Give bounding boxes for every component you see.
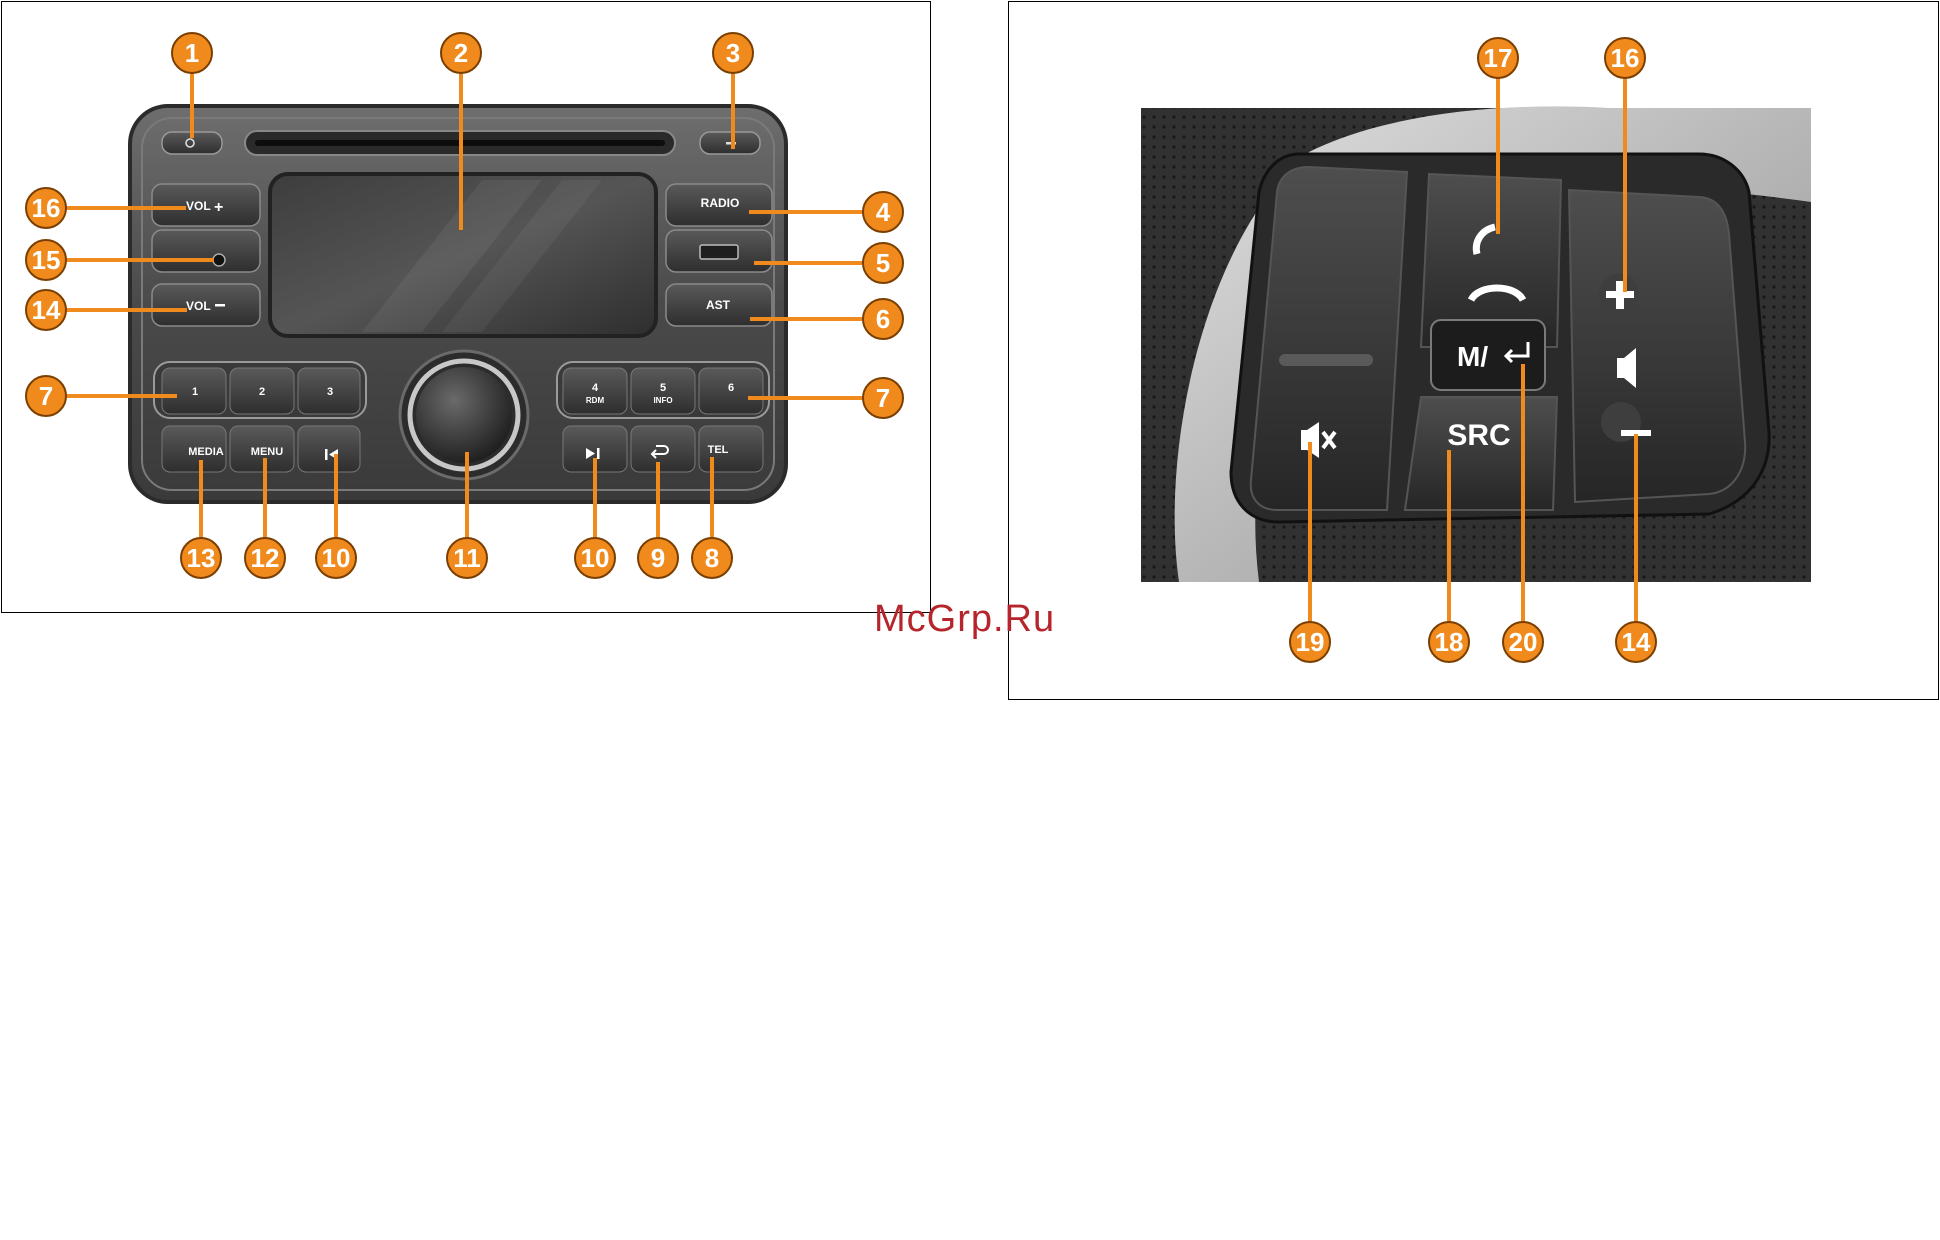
svg-text:12: 12	[251, 543, 280, 573]
preset-6-button[interactable]: 6	[699, 368, 763, 414]
preset-4-sublabel: RDM	[586, 396, 605, 405]
radio-diagram-panel: VOL + VOL RADIO AST 1 2 3 4 RDM	[1, 1, 931, 613]
callout-13: 13	[181, 538, 221, 578]
vol-plus-button[interactable]: VOL +	[152, 184, 260, 226]
callout-14: 14	[1616, 622, 1656, 662]
svg-text:18: 18	[1435, 627, 1464, 657]
mode-enter-label: M/	[1457, 341, 1488, 372]
callout-10-right: 10	[575, 538, 615, 578]
svg-text:10: 10	[322, 543, 351, 573]
callout-14: 14	[26, 290, 66, 330]
callout-3: 3	[713, 33, 753, 73]
callout-16: 16	[1605, 38, 1645, 78]
radio-diagram: VOL + VOL RADIO AST 1 2 3 4 RDM	[2, 2, 930, 612]
preset-1-button[interactable]: 1	[162, 368, 226, 414]
volume-buttons[interactable]	[1569, 190, 1745, 502]
radio-label: RADIO	[701, 196, 740, 210]
svg-text:3: 3	[726, 38, 740, 68]
callout-16: 16	[26, 188, 66, 228]
usb-port[interactable]	[666, 230, 772, 272]
media-button[interactable]: MEDIA	[162, 426, 226, 472]
watermark: McGrp.Ru	[874, 598, 1055, 641]
wheel-diagram: M/ SRC 17 16 19 18 20 14	[1009, 2, 1938, 699]
aux-jack-icon	[213, 254, 225, 266]
plus-icon: +	[214, 199, 223, 216]
svg-text:11: 11	[453, 543, 481, 573]
preset-4-button[interactable]: 4 RDM	[563, 368, 627, 414]
svg-text:2: 2	[454, 38, 468, 68]
svg-text:10: 10	[581, 543, 610, 573]
callout-15: 15	[26, 240, 66, 280]
preset-5-button[interactable]: 5 INFO	[631, 368, 695, 414]
usb-icon	[700, 245, 738, 259]
rotary-knob[interactable]	[400, 351, 528, 479]
callout-5: 5	[863, 243, 903, 283]
source-button[interactable]: SRC	[1405, 397, 1557, 510]
mode-enter-button[interactable]: M/	[1431, 320, 1545, 390]
callout-19: 19	[1290, 622, 1330, 662]
svg-text:14: 14	[1622, 627, 1651, 657]
svg-text:6: 6	[876, 304, 890, 334]
preset-4-label: 4	[592, 382, 599, 394]
vol-minus-label: VOL	[186, 299, 211, 313]
tel-label: TEL	[708, 444, 729, 456]
callout-12: 12	[245, 538, 285, 578]
svg-text:19: 19	[1296, 627, 1325, 657]
previous-button[interactable]	[298, 426, 360, 472]
vol-plus-label: VOL	[186, 199, 211, 213]
callout-11: 11	[447, 538, 487, 578]
back-button[interactable]	[631, 426, 695, 472]
svg-text:16: 16	[32, 193, 61, 223]
tel-button[interactable]: TEL	[699, 426, 763, 472]
svg-text:16: 16	[1611, 43, 1640, 73]
svg-text:20: 20	[1509, 627, 1538, 657]
preset-3-button[interactable]: 3	[298, 368, 360, 414]
aux-jack[interactable]	[152, 230, 260, 272]
eject-button[interactable]	[700, 132, 760, 154]
minus-icon	[215, 304, 225, 307]
ast-label: AST	[706, 298, 731, 312]
callout-6: 6	[863, 299, 903, 339]
callout-18: 18	[1429, 622, 1469, 662]
svg-text:13: 13	[187, 543, 216, 573]
svg-text:4: 4	[876, 197, 891, 227]
media-label: MEDIA	[188, 446, 224, 458]
source-label: SRC	[1447, 419, 1510, 452]
menu-label: MENU	[251, 446, 283, 458]
callout-7-left: 7	[26, 376, 66, 416]
svg-text:5: 5	[876, 248, 890, 278]
svg-text:7: 7	[876, 383, 890, 413]
svg-text:15: 15	[32, 245, 61, 275]
preset-3-label: 3	[327, 386, 333, 398]
callout-2: 2	[441, 33, 481, 73]
svg-text:9: 9	[651, 543, 665, 573]
preset-2-button[interactable]: 2	[230, 368, 294, 414]
mute-button[interactable]	[1251, 167, 1407, 510]
callout-10-left: 10	[316, 538, 356, 578]
preset-2-label: 2	[259, 386, 265, 398]
menu-button[interactable]: MENU	[230, 426, 294, 472]
preset-1-label: 1	[192, 386, 198, 398]
callout-4: 4	[863, 192, 903, 232]
vol-minus-button[interactable]: VOL	[152, 284, 260, 326]
callout-17: 17	[1478, 38, 1518, 78]
preset-6-label: 6	[728, 382, 734, 394]
callout-20: 20	[1503, 622, 1543, 662]
callout-7-right: 7	[863, 378, 903, 418]
preset-5-sublabel: INFO	[653, 396, 672, 405]
svg-text:7: 7	[39, 381, 53, 411]
preset-5-label: 5	[660, 382, 666, 394]
svg-text:1: 1	[185, 38, 199, 68]
svg-text:8: 8	[705, 543, 719, 573]
callout-9: 9	[638, 538, 678, 578]
svg-text:14: 14	[32, 295, 61, 325]
radio-button[interactable]: RADIO	[666, 184, 772, 226]
callout-8: 8	[692, 538, 732, 578]
wheel-diagram-panel: M/ SRC 17 16 19 18 20 14	[1008, 1, 1939, 700]
callout-1: 1	[172, 33, 212, 73]
svg-text:17: 17	[1484, 43, 1513, 73]
